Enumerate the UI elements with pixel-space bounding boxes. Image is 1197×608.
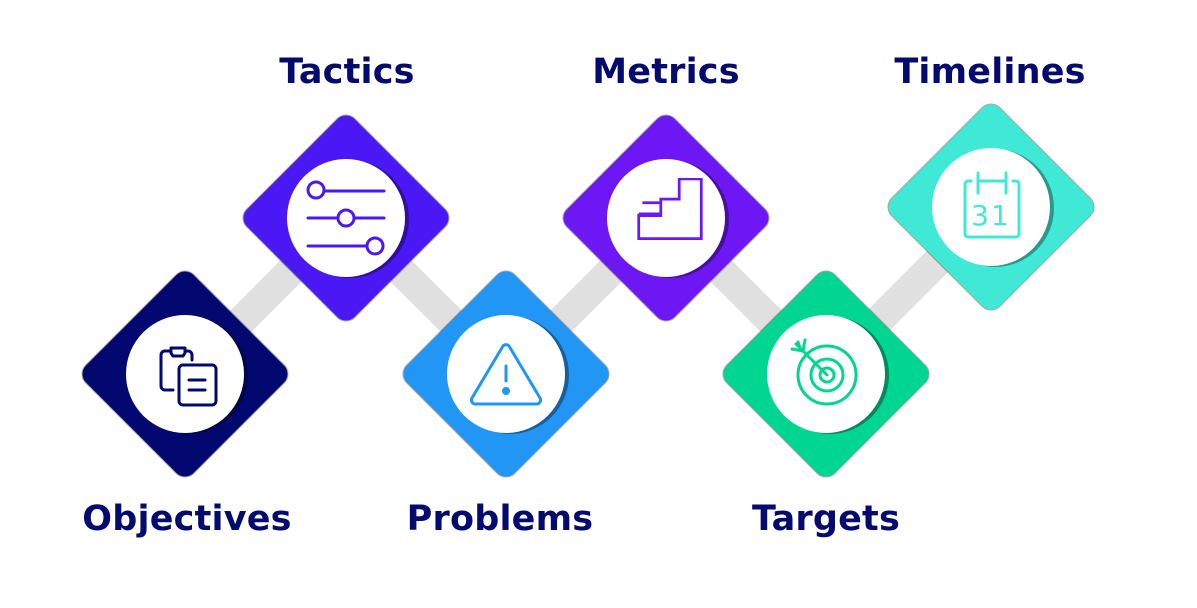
clipboard-icon	[159, 346, 218, 407]
calendar-icon: 31	[963, 171, 1021, 239]
label-tactics: Tactics	[279, 52, 415, 92]
label-timelines: Timelines	[894, 52, 1086, 92]
stairs-icon	[637, 178, 703, 241]
icon-circle	[607, 159, 725, 277]
icon-circle	[932, 148, 1050, 266]
svg-text:31: 31	[971, 199, 1011, 232]
icon-circle	[126, 315, 244, 433]
warning-triangle-icon	[469, 343, 543, 406]
label-metrics: Metrics	[592, 52, 740, 92]
sliders-icon	[306, 180, 386, 256]
label-problems: Problems	[406, 499, 594, 539]
target-icon	[790, 338, 858, 406]
label-objectives: Objectives	[82, 499, 292, 539]
label-targets: Targets	[752, 499, 900, 539]
